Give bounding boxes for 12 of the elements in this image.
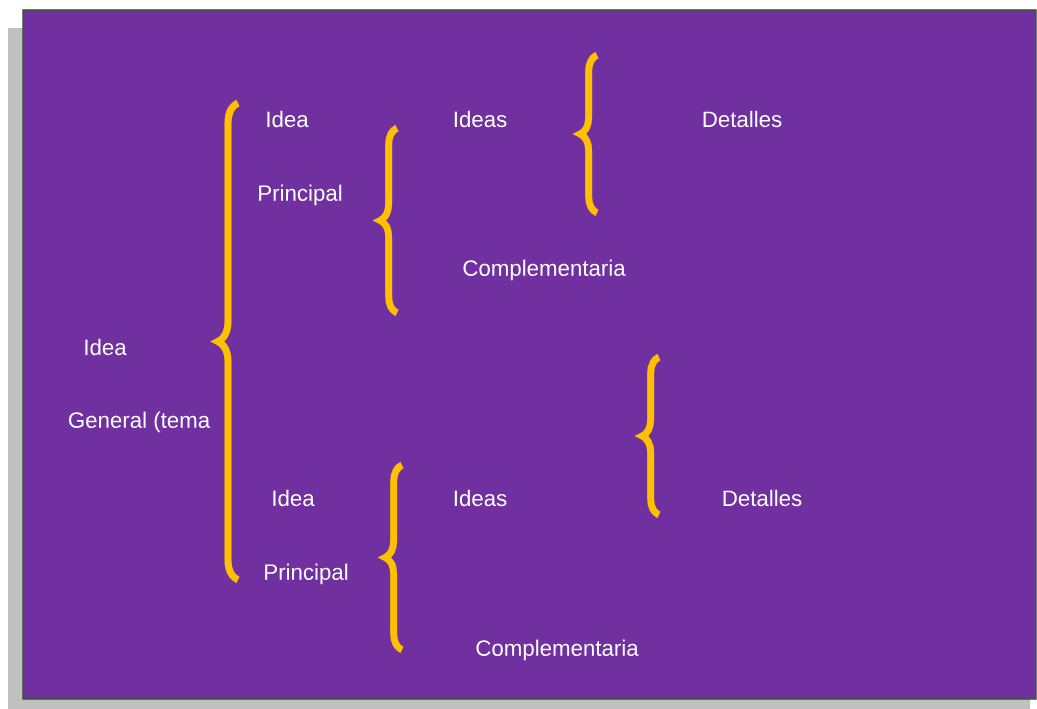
- label-text: Complementaria: [476, 639, 639, 661]
- label-text: Idea: [273, 489, 315, 507]
- label-text: Principal: [265, 563, 348, 585]
- label-text: Ideas: [454, 110, 507, 128]
- label-text: Idea: [85, 338, 127, 356]
- label-text: Detalles: [703, 110, 782, 128]
- label-text: Idea: [267, 110, 309, 128]
- label-text: Principal: [259, 184, 342, 206]
- label-text: Detalles: [723, 489, 802, 507]
- label-text: General (tema: [69, 411, 211, 433]
- label-text: Ideas: [454, 489, 507, 507]
- label-text: Complementaria: [463, 259, 626, 281]
